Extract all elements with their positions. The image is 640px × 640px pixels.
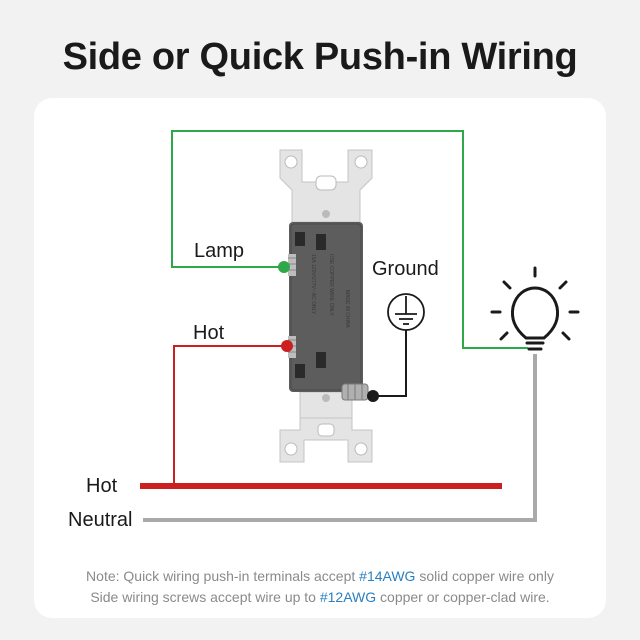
lamp-terminal-screw (288, 254, 296, 276)
switch-mounting-strap (279, 149, 373, 463)
lamp-terminal-dot (278, 261, 290, 273)
switch-copper-text: USE COPPER WIRE ONLY (328, 254, 334, 317)
lamp-wire (171, 130, 528, 349)
hot-terminal-label: Hot (193, 322, 225, 344)
lamp-label: Lamp (194, 240, 245, 262)
switch-origin-text: MADE IN CHINA (344, 290, 350, 328)
page-title: Side or Quick Push-in Wiring (62, 36, 578, 78)
switch-body (289, 222, 363, 392)
hot-switch-wire (173, 345, 287, 486)
note-line-1-text: Note: Quick wiring push-in terminals acc… (86, 568, 360, 584)
note-line-2: Side wiring screws accept wire up to #12… (0, 589, 640, 605)
note-line-2-end: copper or copper-clad wire. (376, 589, 550, 605)
neutral-wire (143, 354, 537, 522)
note-line-1-end: solid copper wire only (415, 568, 554, 584)
switch-rating-text: 15A 120V/277V~ AC ONLY (310, 254, 316, 315)
ground-wire (373, 326, 407, 397)
awg-12-highlight: #12AWG (319, 589, 377, 605)
light-bulb-icon (490, 266, 580, 351)
awg-14-highlight: #14AWG (359, 568, 416, 584)
note-line-2-text: Side wiring screws accept wire up to (90, 589, 320, 605)
ground-symbol-icon (387, 293, 425, 331)
neutral-line-label: Neutral (68, 509, 133, 531)
hot-terminal-dot (281, 340, 293, 352)
note-line-1: Note: Quick wiring push-in terminals acc… (0, 568, 640, 584)
hot-line-label: Hot (86, 475, 118, 497)
ground-label: Ground (372, 258, 439, 280)
ground-terminal-screw (341, 383, 369, 401)
